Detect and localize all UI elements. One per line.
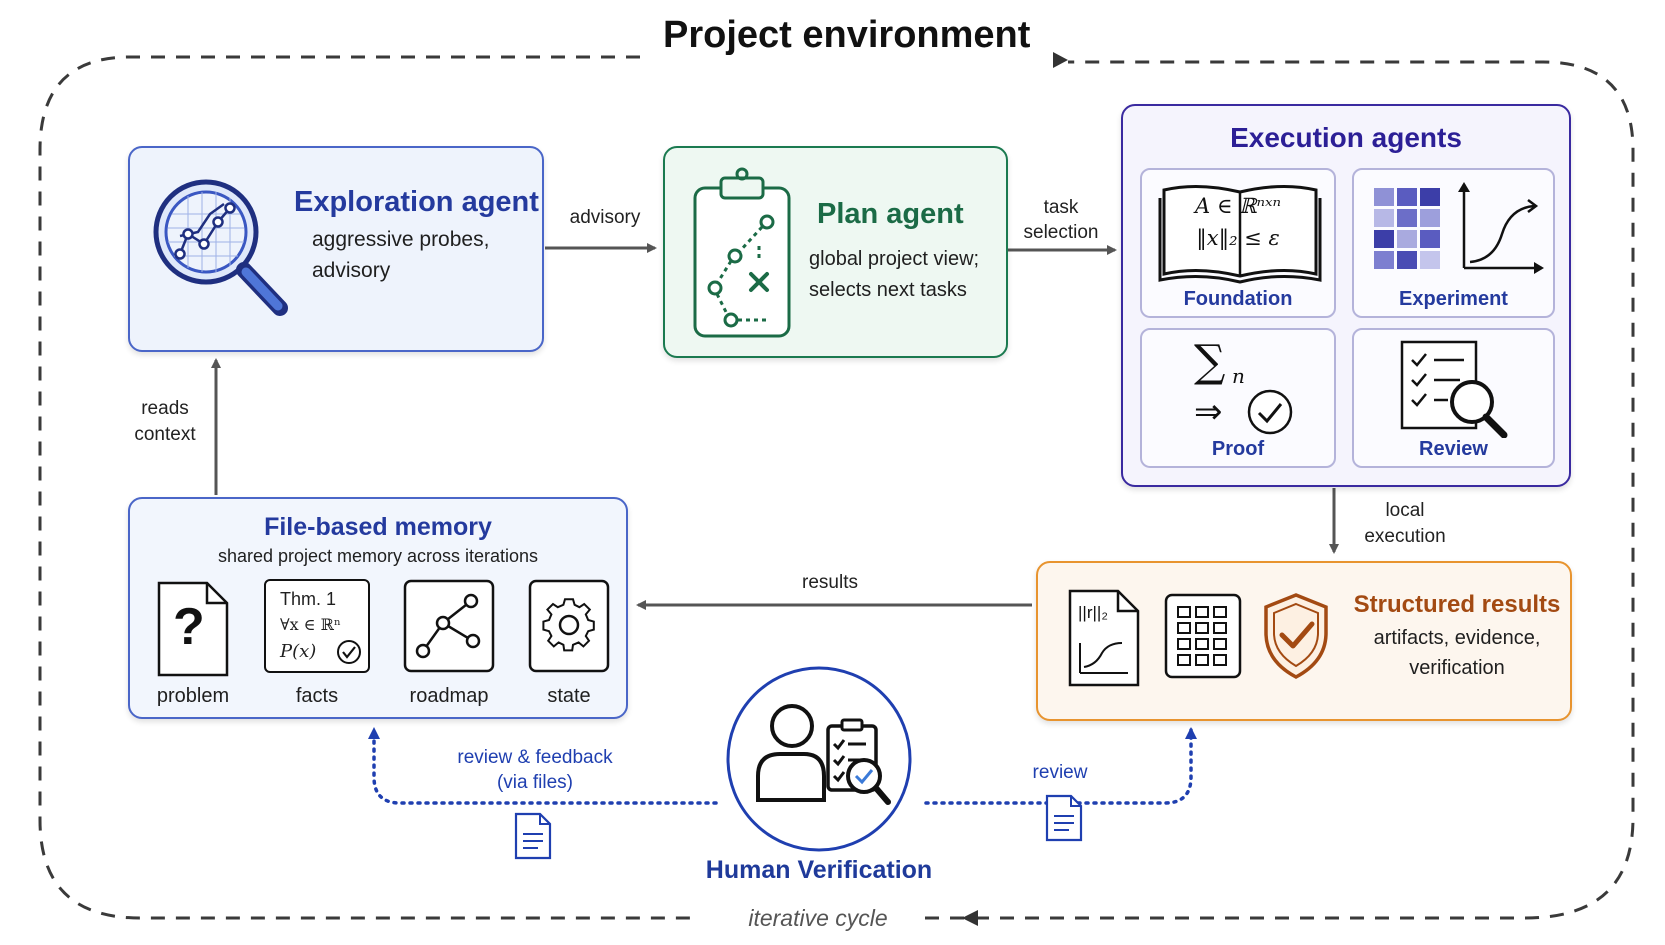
shield-check-icon bbox=[1264, 593, 1328, 679]
label-via-files: (via files) bbox=[496, 772, 573, 793]
structured-results-title: Structured results bbox=[1353, 591, 1561, 618]
problem-question-mark: ? bbox=[173, 598, 205, 656]
document-icon bbox=[1045, 794, 1083, 842]
label-iterative-cycle: iterative cycle bbox=[748, 905, 888, 931]
memory-item-roadmap: roadmap bbox=[409, 685, 489, 707]
execution-agents-title: Execution agents bbox=[1230, 122, 1462, 153]
label-selection: selection bbox=[1023, 222, 1099, 243]
label-advisory: advisory bbox=[569, 207, 641, 228]
exploration-agent-desc-1: aggressive probes, bbox=[312, 228, 490, 251]
cycle-arrow-bottom bbox=[962, 910, 978, 926]
exploration-agent-desc-2: advisory bbox=[312, 259, 391, 282]
memory-subtitle: shared project memory across iterations bbox=[217, 546, 539, 566]
memory-title: File-based memory bbox=[264, 513, 492, 541]
foundation-math-2: ‖x‖₂ ≤ ε bbox=[1196, 226, 1280, 250]
arrow-review bbox=[924, 727, 1197, 805]
label-local: local bbox=[1385, 500, 1425, 521]
cycle-arrow-top bbox=[1053, 52, 1068, 68]
label-execution: execution bbox=[1364, 526, 1446, 547]
document-icon bbox=[514, 812, 552, 860]
plan-agent-desc-1: global project view; bbox=[809, 248, 980, 270]
structured-results-box: ||r||₂ Structured results artifacts, evi… bbox=[1036, 561, 1572, 721]
check-circle-icon bbox=[1247, 389, 1293, 435]
label-task: task bbox=[1043, 197, 1079, 218]
environment-outline bbox=[38, 55, 700, 920]
facts-line-1: Thm. 1 bbox=[280, 589, 337, 609]
experiment-label: Experiment bbox=[1399, 288, 1508, 310]
label-review: review bbox=[1032, 762, 1088, 783]
check-circle-icon bbox=[337, 640, 361, 664]
structured-results-desc-1: artifacts, evidence, bbox=[1373, 627, 1541, 649]
book-math-icon bbox=[1158, 184, 1322, 284]
plan-agent-desc-2: selects next tasks bbox=[809, 279, 967, 301]
execution-agents-box: Execution agents A ∈ ℝⁿˣⁿ ‖x‖₂ ≤ ε Found… bbox=[1121, 104, 1571, 487]
roadmap-graph-icon bbox=[403, 579, 495, 673]
norm-label: ||r||₂ bbox=[1078, 603, 1108, 622]
file-based-memory-box: File-based memory shared project memory … bbox=[128, 497, 628, 719]
review-label: Review bbox=[1419, 438, 1488, 460]
facts-line-2: ∀x ∈ ℝⁿ bbox=[280, 615, 341, 634]
label-results: results bbox=[802, 572, 858, 593]
proof-card: ∑ n ⇒ Proof bbox=[1140, 328, 1336, 468]
foundation-math-1: A ∈ ℝⁿˣⁿ bbox=[1195, 194, 1281, 218]
label-context: context bbox=[134, 424, 196, 445]
foundation-label: Foundation bbox=[1183, 288, 1293, 310]
grid-plot-icon bbox=[1374, 182, 1544, 274]
proof-implies-symbol: ⇒ bbox=[1194, 392, 1223, 432]
proof-label: Proof bbox=[1211, 438, 1265, 460]
clipboard-path-icon bbox=[693, 167, 791, 338]
exploration-agent-title: Exploration agent bbox=[294, 186, 539, 218]
review-card: Review bbox=[1352, 328, 1555, 468]
human-verification-title: Human Verification bbox=[705, 856, 933, 884]
memory-item-problem: problem bbox=[156, 685, 230, 707]
diagram-title: Project environment bbox=[655, 14, 1039, 57]
proof-sum-symbol: ∑ bbox=[1194, 336, 1226, 387]
structured-results-desc-2: verification bbox=[1409, 657, 1505, 679]
magnifier-graph-icon bbox=[153, 179, 288, 316]
memory-item-facts: facts bbox=[295, 685, 339, 707]
table-grid-icon bbox=[1164, 593, 1242, 679]
person-checklist-icon bbox=[726, 666, 912, 852]
plan-agent-title: Plan agent bbox=[817, 198, 964, 230]
question-file-icon bbox=[157, 581, 229, 677]
facts-card-icon: Thm. 1 ∀x ∈ ℝⁿ P(x) bbox=[264, 579, 370, 673]
arrow-review-feedback bbox=[368, 727, 718, 805]
norm-plot-file-icon bbox=[1068, 589, 1140, 687]
experiment-card: Experiment bbox=[1352, 168, 1555, 318]
plan-agent-box: Plan agent global project view; selects … bbox=[663, 146, 1008, 358]
exploration-agent-box: Exploration agent aggressive probes, adv… bbox=[128, 146, 544, 352]
memory-item-state: state bbox=[547, 685, 591, 707]
facts-line-3: P(x) bbox=[280, 641, 317, 662]
label-review-feedback: review & feedback bbox=[457, 747, 613, 768]
proof-sum-subscript: n bbox=[1232, 364, 1245, 388]
foundation-card: A ∈ ℝⁿˣⁿ ‖x‖₂ ≤ ε Foundation bbox=[1140, 168, 1336, 318]
gear-icon bbox=[528, 579, 610, 673]
environment-outline-right bbox=[925, 60, 1635, 920]
checklist-magnifier-icon bbox=[1400, 340, 1508, 438]
label-reads: reads bbox=[141, 398, 189, 419]
